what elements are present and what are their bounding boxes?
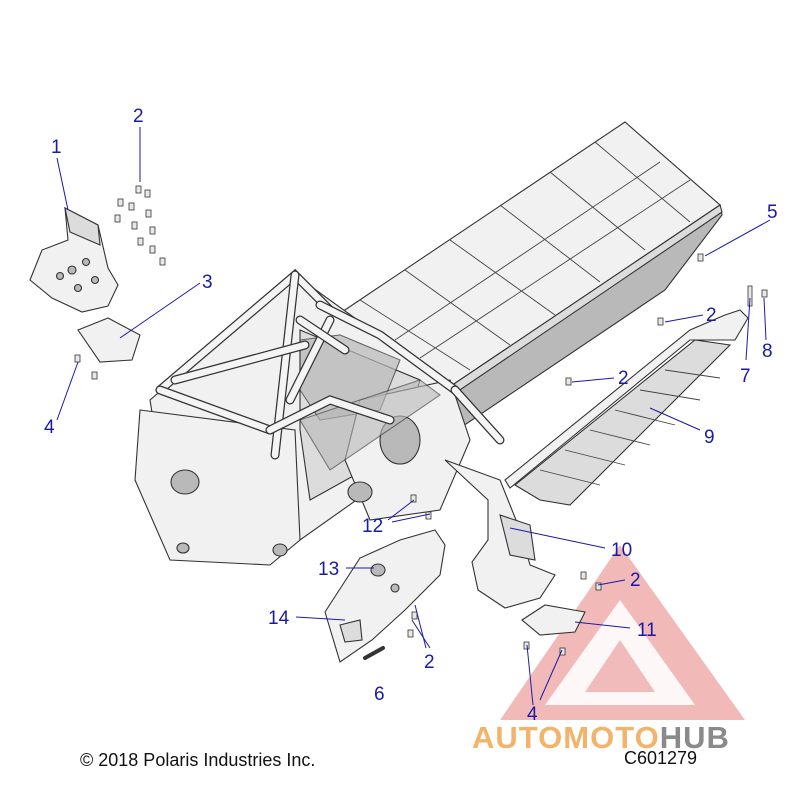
callout-8: 8 bbox=[762, 341, 773, 362]
callout-4: 4 bbox=[527, 704, 538, 725]
leader-lines bbox=[56, 127, 771, 706]
part-11-plate bbox=[521, 604, 586, 636]
watermark-brand-part2: HUB bbox=[660, 720, 730, 755]
callout-2: 2 bbox=[706, 305, 717, 326]
callout-7: 7 bbox=[740, 366, 751, 387]
fasteners bbox=[407, 253, 768, 656]
part-3-plate bbox=[77, 317, 141, 363]
callout-10: 10 bbox=[611, 540, 632, 561]
callout-4: 4 bbox=[44, 417, 55, 438]
callout-13: 13 bbox=[318, 559, 339, 580]
figure-code: C601279 bbox=[624, 748, 697, 768]
callout-1: 1 bbox=[51, 137, 62, 158]
callout-14: 14 bbox=[268, 608, 290, 629]
watermark-logo: AUTOMOTOHUB bbox=[472, 720, 730, 755]
watermark-brand-part1: AUTOMOTO bbox=[472, 720, 660, 755]
part-14-panel bbox=[324, 529, 446, 663]
callout-2: 2 bbox=[133, 106, 144, 127]
part-9-running-board bbox=[504, 309, 749, 506]
callout-2: 2 bbox=[630, 570, 641, 591]
part-1-bracket bbox=[29, 206, 119, 313]
part-13-knob bbox=[370, 563, 386, 577]
frame-tubes bbox=[155, 268, 505, 460]
callout-3: 3 bbox=[202, 272, 213, 293]
callout-9: 9 bbox=[704, 427, 715, 448]
tunnel-assembly bbox=[134, 121, 723, 566]
bolt-cluster-upper-left bbox=[74, 185, 166, 380]
part-6-rod bbox=[363, 646, 385, 660]
part-10-bracket bbox=[444, 459, 556, 609]
callout-2: 2 bbox=[618, 368, 629, 389]
callout-labels: 1 2 3 4 5 2 8 2 7 9 12 10 13 2 14 11 2 6… bbox=[44, 106, 778, 725]
watermark-triangle bbox=[500, 545, 745, 720]
callout-5: 5 bbox=[767, 202, 778, 223]
callout-2: 2 bbox=[424, 652, 435, 673]
callout-12: 12 bbox=[362, 516, 383, 537]
svg-text:AUTOMOTOHUB: AUTOMOTOHUB bbox=[472, 720, 730, 755]
copyright-text: © 2018 Polaris Industries Inc. bbox=[80, 750, 315, 770]
callout-11: 11 bbox=[637, 620, 657, 641]
callout-6: 6 bbox=[374, 684, 385, 705]
